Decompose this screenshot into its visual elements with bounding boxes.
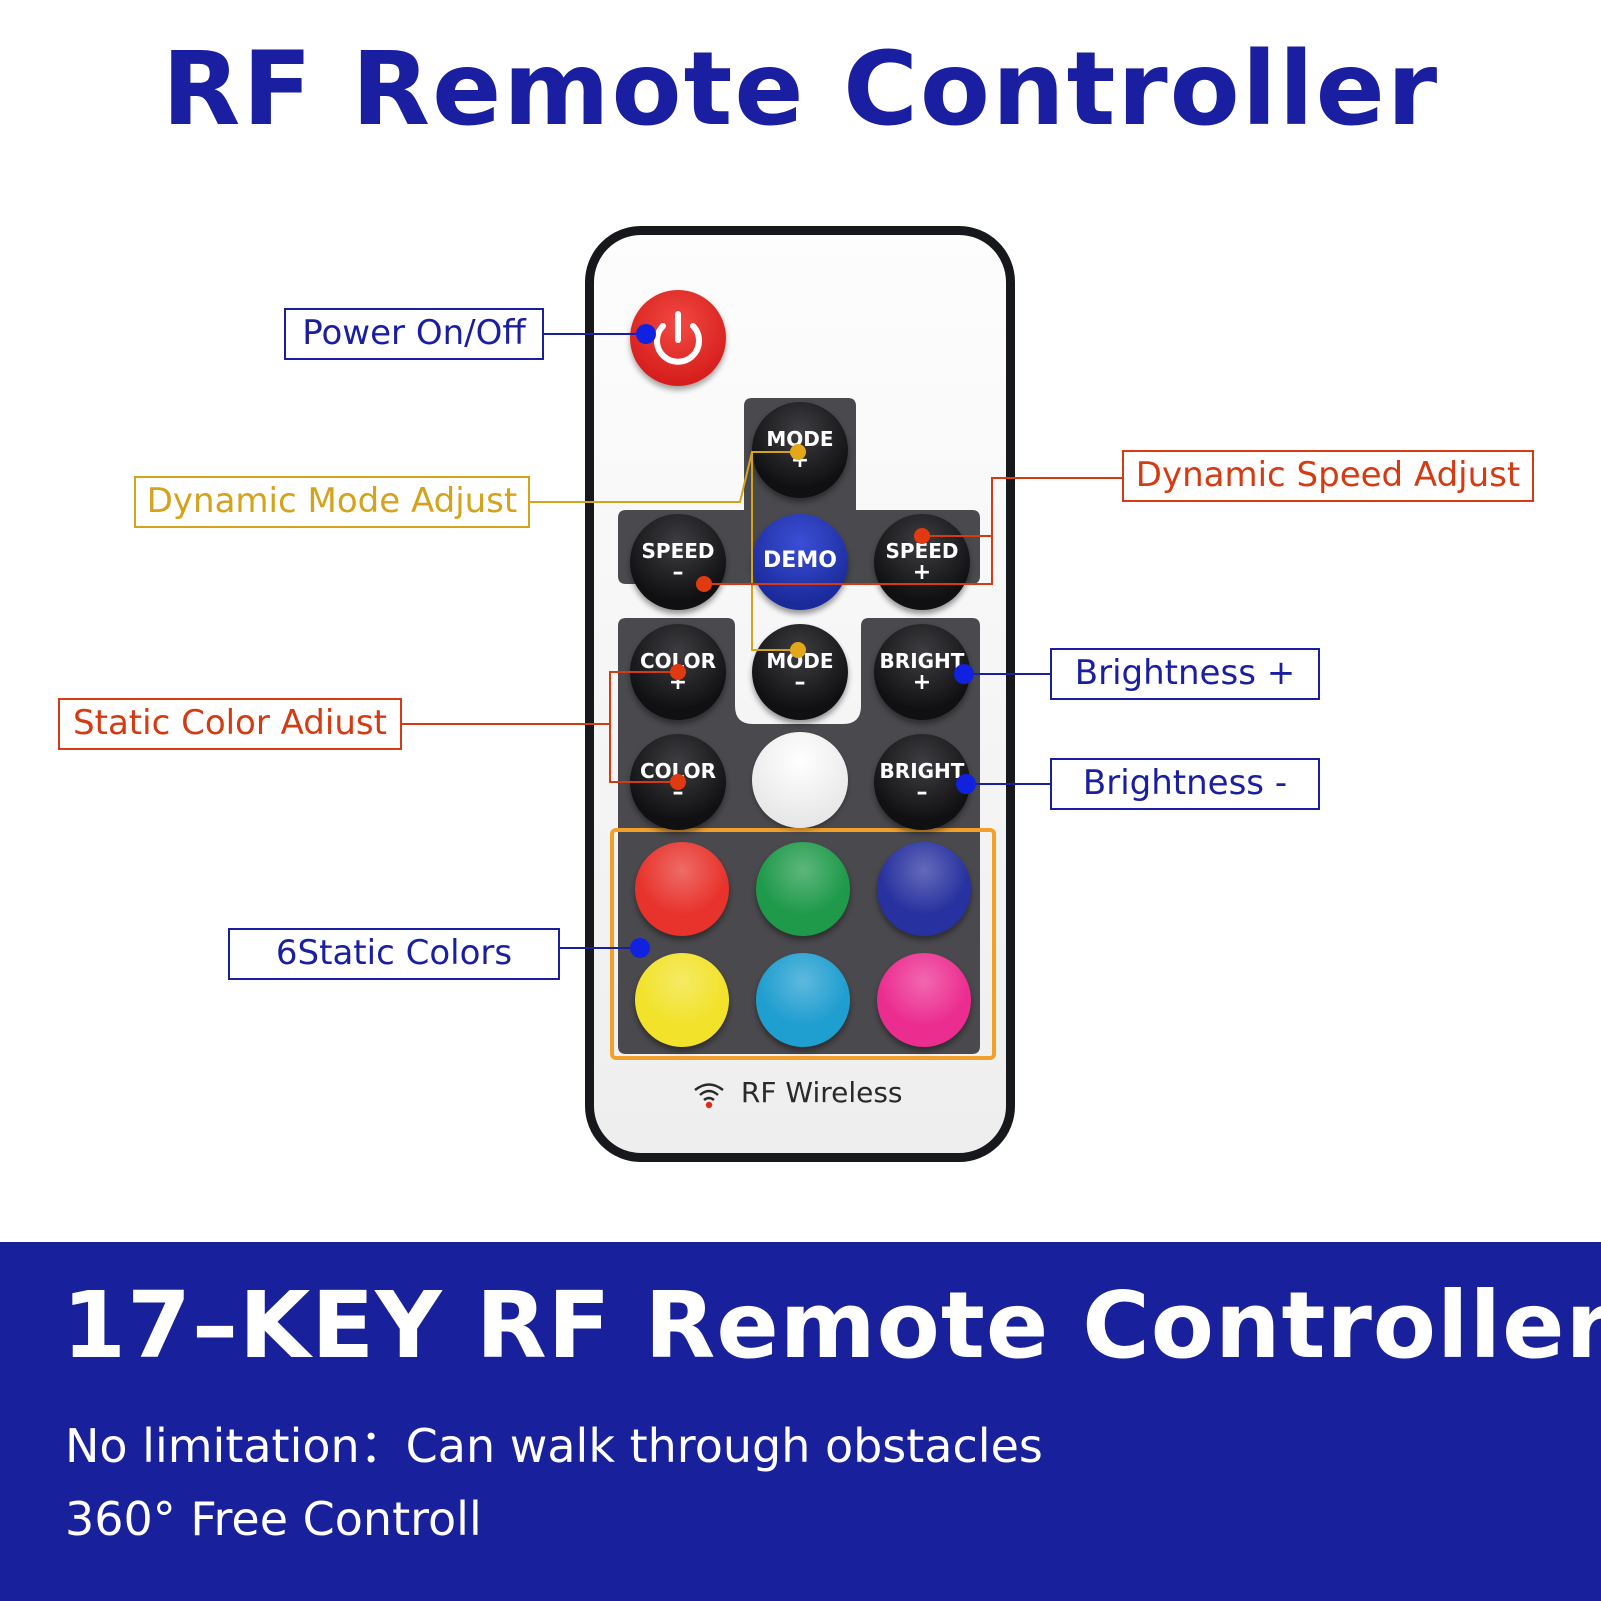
brightness-minus-callout: Brightness - [1050, 758, 1320, 810]
brightness-plus-callout: Brightness + [1050, 648, 1320, 700]
dynamic-mode-callout: Dynamic Mode Adjust [134, 476, 530, 528]
banner-line-2: 360° Free Controll [65, 1492, 482, 1546]
pink-color-button[interactable] [877, 953, 971, 1047]
mode-minus-button[interactable]: MODE – [752, 624, 848, 720]
wifi-icon [694, 1083, 724, 1109]
red-color-button[interactable] [635, 842, 729, 936]
banner-title: 17–KEY RF Remote Controller [62, 1272, 1601, 1379]
page-title: RF Remote Controller [161, 30, 1440, 149]
dynamic-speed-callout: Dynamic Speed Adjust [1122, 450, 1534, 502]
static-colors-callout: 6Static Colors [228, 928, 560, 980]
blue-color-button[interactable] [877, 842, 971, 936]
white-color-button[interactable] [752, 732, 848, 828]
rf-wireless-label: RF Wireless [692, 1076, 903, 1109]
static-color-callout: Static Color Adiust [58, 698, 402, 750]
callout-lines [402, 324, 1122, 958]
green-color-button[interactable] [756, 842, 850, 936]
banner-line-1: No limitation：Can walk through obstacles [65, 1419, 1043, 1473]
feature-banner: 17–KEY RF Remote Controller No limitatio… [0, 1242, 1601, 1601]
speed-minus-button[interactable]: SPEED – [630, 514, 726, 610]
yellow-color-button[interactable] [635, 953, 729, 1047]
bright-minus-button[interactable]: BRIGHT – [874, 734, 970, 830]
bright-plus-button[interactable]: BRIGHT + [874, 624, 970, 720]
demo-button[interactable]: DEMO [752, 514, 848, 610]
power-callout: Power On/Off [284, 308, 544, 360]
cyan-color-button[interactable] [756, 953, 850, 1047]
power-icon [654, 311, 702, 365]
